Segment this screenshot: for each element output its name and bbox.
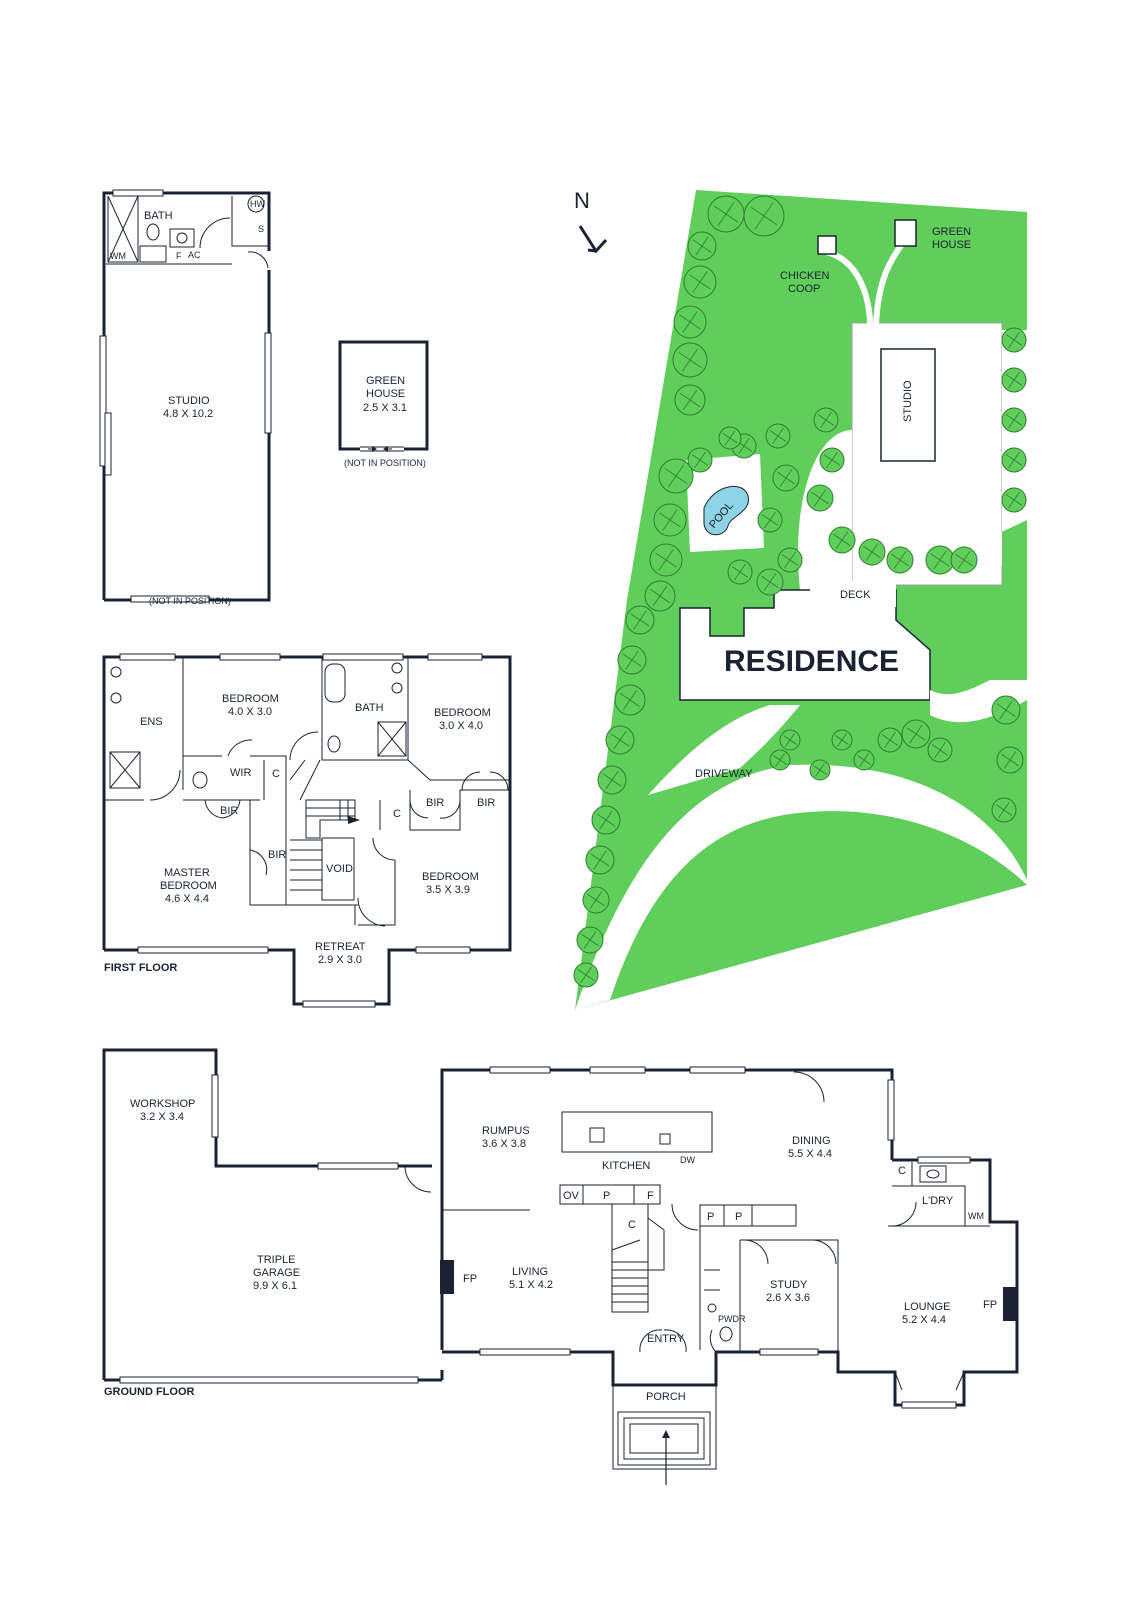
gf-dw: DW xyxy=(680,1155,695,1165)
ff-retreat-size: 2.9 X 3.0 xyxy=(318,954,362,966)
gf-fp-lounge: FP xyxy=(983,1299,997,1311)
gf-workshop-name: WORKSHOP xyxy=(130,1098,195,1110)
site-studio-label: STUDIO xyxy=(902,380,914,422)
gf-wm: WM xyxy=(968,1211,984,1221)
studio-name: STUDIO xyxy=(168,395,210,407)
greenhouse-name-2: HOUSE xyxy=(366,388,405,400)
gf-pwdr: PWDR xyxy=(718,1314,746,1324)
ff-c2: C xyxy=(393,808,401,820)
gf-p3: P xyxy=(735,1211,742,1223)
gf-p2: P xyxy=(707,1211,714,1223)
gf-c-stair: C xyxy=(628,1219,636,1231)
gf-rumpus-size: 3.6 X 3.8 xyxy=(482,1138,526,1150)
gf-study-size: 2.6 X 3.6 xyxy=(766,1292,810,1304)
ff-bed2-size: 3.0 X 4.0 xyxy=(439,720,483,732)
studio-f-label: F xyxy=(176,251,182,261)
first-floor-plan: ENS BEDROOM 4.0 X 3.0 BATH BEDROOM 3.0 X… xyxy=(102,653,512,1008)
ff-retreat-name: RETREAT xyxy=(315,941,366,953)
gf-entry: ENTRY xyxy=(647,1333,685,1345)
studio-hw-label: HW xyxy=(250,199,265,209)
ff-bir2: BIR xyxy=(426,797,444,809)
gf-f: F xyxy=(647,1190,654,1202)
greenhouse-name-1: GREEN xyxy=(366,375,405,387)
gf-garage-1: TRIPLE xyxy=(257,1254,296,1266)
ff-bed3-size: 3.5 X 3.9 xyxy=(426,884,470,896)
studio-size: 4.8 X 10.2 xyxy=(163,408,213,420)
site-driveway-label: DRIVEWAY xyxy=(695,768,753,780)
gf-living-size: 5.1 X 4.2 xyxy=(509,1279,553,1291)
ff-bed1-name: BEDROOM xyxy=(222,693,279,705)
gf-living-name: LIVING xyxy=(512,1266,548,1278)
gf-dining-size: 5.5 X 4.4 xyxy=(788,1148,832,1160)
site-chicken-1: CHICKEN xyxy=(780,270,830,282)
gf-lounge-name: LOUNGE xyxy=(904,1301,950,1313)
site-residence-label: RESIDENCE xyxy=(724,645,899,678)
site-trees xyxy=(573,195,1027,988)
ff-master-2: BEDROOM xyxy=(160,880,217,892)
gf-dining-name: DINING xyxy=(792,1135,831,1147)
gf-garage-size: 9.9 X 6.1 xyxy=(253,1280,297,1292)
ff-bir4: BIR xyxy=(268,849,286,861)
greenhouse-plan: GREEN HOUSE 2.5 X 3.1 (NOT IN POSITION) xyxy=(338,340,429,468)
ff-bed3-name: BEDROOM xyxy=(422,871,479,883)
ff-ens: ENS xyxy=(140,716,163,728)
gf-fp-living: FP xyxy=(463,1273,477,1285)
gf-garage-2: GARAGE xyxy=(253,1267,300,1279)
ff-bed2-name: BEDROOM xyxy=(434,707,491,719)
gf-rumpus-name: RUMPUS xyxy=(482,1125,530,1137)
ff-wir: WIR xyxy=(230,767,251,779)
gf-c-laundry: C xyxy=(898,1165,906,1177)
studio-plan: BATH HW S WM F AC STUDIO 4.8 X 10.2 (NOT… xyxy=(99,189,272,606)
ff-title: FIRST FLOOR xyxy=(104,962,177,974)
ff-void: VOID xyxy=(326,863,353,875)
studio-bath-label: BATH xyxy=(144,210,173,222)
studio-wm-label: WM xyxy=(110,251,126,261)
ff-bir3: BIR xyxy=(477,797,495,809)
ff-bir1: BIR xyxy=(220,805,238,817)
studio-s-label: S xyxy=(258,224,264,234)
gf-study-name: STUDY xyxy=(770,1279,808,1291)
ground-floor-plan: WORKSHOP 3.2 X 3.4 TRIPLE GARAGE 9.9 X 6… xyxy=(102,816,1019,1485)
gf-p1: P xyxy=(603,1190,610,1202)
gf-title: GROUND FLOOR xyxy=(104,1386,194,1398)
ff-c1: C xyxy=(272,768,280,780)
site-deck-label: DECK xyxy=(840,589,871,601)
studio-note: (NOT IN POSITION) xyxy=(149,596,231,606)
greenhouse-size: 2.5 X 3.1 xyxy=(363,402,407,414)
ff-master-size: 4.6 X 4.4 xyxy=(165,893,209,905)
north-arrow: N xyxy=(574,188,608,254)
gf-kitchen: KITCHEN xyxy=(602,1160,650,1172)
gf-workshop-size: 3.2 X 3.4 xyxy=(140,1111,184,1123)
ff-master-1: MASTER xyxy=(164,867,210,879)
studio-ac-label: AC xyxy=(188,250,201,260)
gf-ov: OV xyxy=(563,1190,580,1202)
site-greenhouse-1: GREEN xyxy=(932,226,971,238)
gf-porch: PORCH xyxy=(646,1391,686,1403)
site-plan: CHICKEN COOP GREEN HOUSE STUDIO POOL DEC… xyxy=(573,190,1027,1010)
site-chicken-2: COOP xyxy=(788,283,820,295)
gf-ldry: L'DRY xyxy=(922,1195,954,1207)
north-label: N xyxy=(574,188,590,213)
ff-bed1-size: 4.0 X 3.0 xyxy=(228,706,272,718)
greenhouse-note: (NOT IN POSITION) xyxy=(344,458,426,468)
gf-lounge-size: 5.2 X 4.4 xyxy=(902,1314,946,1326)
ff-bath: BATH xyxy=(355,702,384,714)
site-greenhouse-2: HOUSE xyxy=(932,239,971,251)
